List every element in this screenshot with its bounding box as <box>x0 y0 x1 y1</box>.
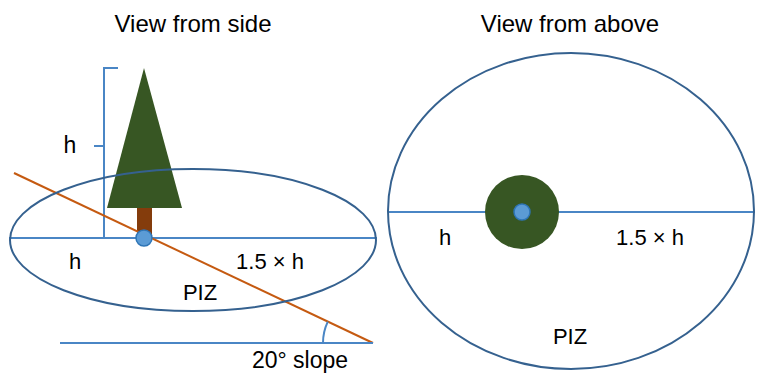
view-title: View from above <box>481 11 659 37</box>
ground-line <box>9 237 377 239</box>
zone-ellipse: h 1.5 × h PIZ <box>387 52 755 370</box>
dimension-label: h <box>66 250 84 274</box>
dimension-label: 1.5 × h <box>233 250 307 274</box>
zone-label: PIZ <box>180 281 220 305</box>
slope-label: 20° slope <box>252 348 348 373</box>
tree-crown-top <box>485 175 559 249</box>
tree-base-dot <box>136 230 152 246</box>
tree-base-dot <box>514 204 530 220</box>
slope-line <box>14 173 373 343</box>
zone-ellipse: h 1.5 × h PIZ <box>9 168 377 312</box>
tree-crown <box>107 68 182 208</box>
dimension-label: h <box>436 226 454 250</box>
angle-arc <box>323 322 328 343</box>
horizontal-line <box>60 342 373 344</box>
ellipse-outline <box>387 52 755 370</box>
zone-label: PIZ <box>550 325 590 349</box>
axis-line <box>389 211 755 213</box>
height-label: h <box>64 133 77 158</box>
dimension-label: 1.5 × h <box>613 226 687 250</box>
view-title: View from side <box>115 11 272 37</box>
